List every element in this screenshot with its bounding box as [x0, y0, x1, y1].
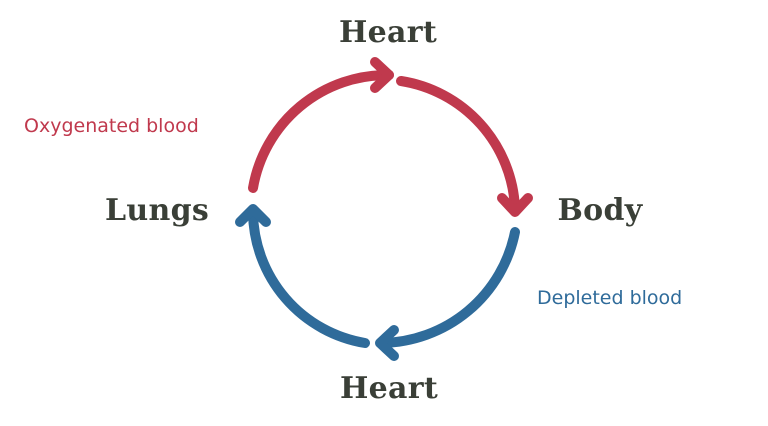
heart-top-label: Heart	[338, 15, 438, 50]
oxygenated-arrow-heart-to-body	[396, 76, 520, 213]
oxygenated-blood-label: Oxygenated blood	[24, 115, 199, 137]
heart-bottom-label: Heart	[339, 371, 439, 406]
depleted-blood-label: Depleted blood	[537, 287, 683, 309]
depleted-arrow-body-to-heart	[377, 227, 520, 348]
oxygenated-arrowhead-heart	[370, 57, 394, 93]
depleted-arrow-heart-to-lungs	[248, 208, 370, 348]
oxygenated-arrowhead-body	[497, 193, 533, 217]
oxygenated-arrow-lungs-to-heart	[248, 69, 394, 193]
lungs-label: Lungs	[104, 193, 210, 228]
depleted-arrowhead-lungs	[235, 204, 271, 227]
body-label: Body	[557, 193, 643, 228]
depleted-arrowhead-heart	[375, 325, 399, 361]
